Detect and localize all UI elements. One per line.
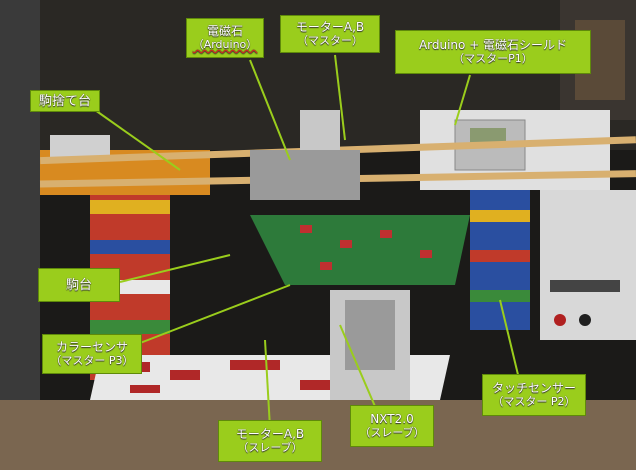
label-line2: （マスター）	[297, 34, 363, 47]
leader-lines	[94, 54, 521, 429]
label-line1: タッチセンサー	[491, 381, 576, 395]
label-line1: 駒台	[65, 277, 92, 293]
label-nxt-slave: NXT2.0 （スレーブ）	[350, 405, 434, 447]
label-line1: 駒捨て台	[38, 93, 91, 109]
label-line1: 電磁石	[206, 24, 243, 38]
label-line1: Arduino + 電磁石シールド	[418, 38, 568, 52]
label-line2: （マスター P2）	[492, 395, 576, 408]
label-color-sensor: カラーセンサ （マスター P3）	[42, 334, 142, 374]
label-discard-stand: 駒捨て台	[30, 90, 100, 112]
terminal-red	[554, 314, 566, 326]
label-line2: （Arduino）	[192, 38, 258, 51]
label-touch-sensor: タッチセンサー （マスター P2）	[482, 374, 586, 416]
label-line1: モーターA,B	[235, 427, 305, 441]
left-wall	[0, 0, 40, 470]
power-supply-panel	[550, 280, 620, 292]
label-line2: （マスターP1）	[453, 52, 533, 65]
label-line2: （スレーブ）	[237, 441, 303, 454]
carriage	[250, 150, 360, 200]
label-piece-stand: 駒台	[38, 268, 120, 302]
label-line1: モーターA,B	[295, 20, 365, 34]
terminal-black	[579, 314, 591, 326]
label-line1: NXT2.0	[370, 412, 414, 426]
label-line1: カラーセンサ	[55, 340, 128, 354]
board-green	[250, 215, 470, 285]
label-line2: （スレーブ）	[359, 426, 425, 439]
label-motor-master: モーターA,B （マスター）	[280, 15, 380, 53]
label-electromagnet: 電磁石 （Arduino）	[186, 18, 264, 58]
master-motors	[300, 110, 340, 150]
label-shield: Arduino + 電磁石シールド （マスターP1）	[395, 30, 591, 74]
label-motor-slave: モーターA,B （スレーブ）	[218, 420, 322, 462]
label-line2: （マスター P3）	[50, 354, 134, 367]
